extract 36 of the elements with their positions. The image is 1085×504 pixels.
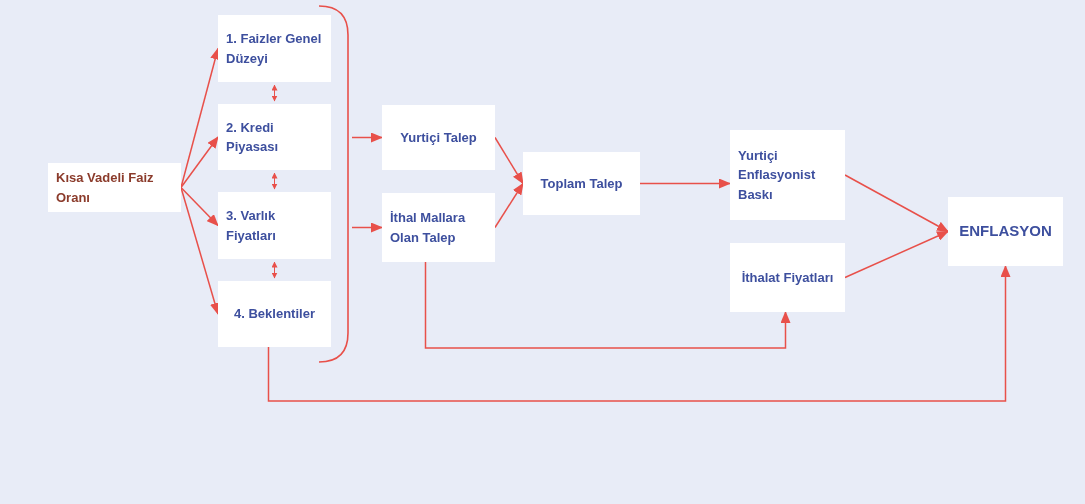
box-label: ENFLASYON [959,221,1052,242]
process-box [218,104,331,170]
process-box [218,15,331,82]
box-label: Toplam Talep [540,174,623,193]
arrow [267,265,1011,402]
arrow [639,178,731,189]
process-box [948,197,1063,266]
arrow [271,172,278,190]
box-label: Yurtiçi Enflasyonist Baskı [738,146,817,204]
process-box [382,193,495,262]
process-box [218,281,331,347]
box-label: Yurtiçi Talep [400,128,477,147]
arrow [180,186,219,227]
arrow [351,222,383,233]
arrow [844,174,949,233]
box-label: İthalat Fiyatları [741,268,834,287]
box-label: 2. Kredi Piyasası [226,118,280,156]
box-label: 4. Beklentiler [234,305,315,324]
arrow [180,136,219,189]
process-box [523,152,640,215]
arrow [494,136,524,185]
process-box [382,105,495,170]
arrow [844,230,949,279]
box-label: 1. Faizler Genel Düzeyi [226,30,323,68]
arrow [351,132,383,143]
arrow [494,182,524,229]
box-label: 3. Varlık Fiyatları [226,207,277,245]
box-label: İthal Mallara Olan Talep [390,209,467,247]
process-box [218,192,331,259]
box-label: Kısa Vadeli Faiz Oranı [56,169,155,207]
arrow [271,84,278,102]
arrow [271,261,278,279]
arrow [424,261,791,349]
process-box [730,130,845,220]
process-box [48,163,181,212]
process-box [730,243,845,312]
